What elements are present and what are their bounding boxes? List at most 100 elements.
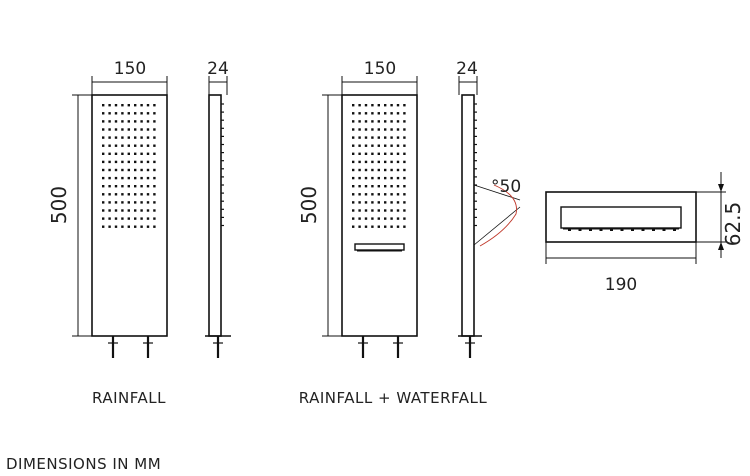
nozzle-hole: [390, 201, 393, 204]
nozzle-hole: [358, 152, 361, 155]
nozzle-hole: [108, 152, 111, 155]
nozzle-hole: [153, 104, 156, 107]
nozzle-hole: [371, 152, 374, 155]
nozzle-hole: [390, 128, 393, 131]
waterfall-nozzle: [589, 228, 592, 231]
nozzle-hole: [364, 120, 368, 123]
nozzle-hole: [121, 144, 124, 147]
nozzle-hole: [134, 112, 137, 115]
nozzle-hole: [140, 160, 143, 164]
nozzle-hole: [403, 128, 406, 131]
nozzle-hole: [390, 152, 393, 155]
nozzle-hole: [358, 120, 361, 123]
nozzle-hole: [134, 120, 137, 123]
nozzle-hole: [134, 193, 137, 196]
nozzle-hole: [384, 160, 387, 164]
nozzle-hole: [121, 136, 124, 139]
nozzle-hole: [146, 160, 150, 164]
nozzle-hole: [108, 176, 111, 180]
nozzle-hole: [352, 128, 355, 131]
nozzle-hole: [134, 209, 137, 212]
nozzle-hole: [108, 185, 111, 188]
nozzle-hole: [403, 144, 406, 147]
nozzle-hole: [377, 152, 380, 155]
nozzle-hole: [377, 201, 380, 204]
nozzle-hole: [102, 136, 105, 139]
nozzle-hole: [102, 225, 105, 228]
rw-width-label: 150: [364, 59, 396, 79]
nozzle-hole: [377, 193, 380, 196]
nozzle-hole: [396, 193, 400, 196]
nozzle-hole: [371, 120, 374, 123]
rw-height-label: 500: [297, 186, 321, 224]
nozzle-hole: [384, 201, 387, 204]
nozzle-hole: [396, 209, 400, 212]
nozzle-hole: [384, 209, 387, 212]
rw-nozzle-grid: [352, 104, 406, 228]
nozzle-hole: [364, 209, 368, 212]
nozzle-hole: [146, 128, 150, 131]
nozzle-hole: [396, 168, 400, 172]
nozzle-hole: [377, 128, 380, 131]
nozzle-hole: [358, 128, 361, 131]
nozzle-hole: [146, 201, 150, 204]
nozzle-hole: [146, 120, 150, 123]
nozzle-hole: [384, 185, 387, 188]
nozzle-hole: [153, 217, 156, 220]
nozzle-hole: [127, 152, 130, 155]
waterfall-outer-body: [545, 191, 697, 243]
nozzle-hole: [153, 136, 156, 139]
nozzle-hole: [358, 201, 361, 204]
nozzle-hole: [403, 176, 406, 180]
nozzle-hole: [114, 193, 118, 196]
nozzle-hole: [153, 209, 156, 212]
nozzle-hole: [377, 185, 380, 188]
nozzle-hole: [371, 160, 374, 164]
nozzle-hole: [153, 144, 156, 147]
nozzle-hole: [114, 120, 118, 123]
nozzle-hole: [146, 168, 150, 172]
waterfall-nozzle: [610, 228, 613, 231]
nozzle-hole: [352, 176, 355, 180]
nozzle-hole: [108, 217, 111, 220]
nozzle-hole: [127, 176, 130, 180]
rw-angle-label: °50: [491, 177, 521, 197]
nozzle-hole: [352, 112, 355, 115]
nozzle-hole: [140, 176, 143, 180]
waterfall-nozzles: [568, 228, 676, 231]
nozzle-hole: [140, 168, 143, 172]
nozzle-hole: [390, 209, 393, 212]
nozzle-hole: [384, 120, 387, 123]
nozzle-hole: [358, 225, 361, 228]
nozzle-hole: [390, 225, 393, 228]
nozzle-hole: [140, 104, 143, 107]
nozzle-hole: [352, 185, 355, 188]
nozzle-hole: [146, 152, 150, 155]
rainfall-waterfall-side-view: 24 °50: [456, 59, 521, 358]
angle-arc: [479, 184, 517, 247]
nozzle-hole: [146, 112, 150, 115]
nozzle-hole: [403, 160, 406, 164]
nozzle-hole: [146, 193, 150, 196]
nozzle-hole: [102, 128, 105, 131]
nozzle-hole: [153, 168, 156, 172]
nozzle-hole: [371, 193, 374, 196]
nozzle-hole: [127, 193, 130, 196]
nozzle-hole: [102, 144, 105, 147]
nozzle-hole: [358, 168, 361, 172]
nozzle-hole: [377, 160, 380, 164]
nozzle-hole: [121, 152, 124, 155]
nozzle-hole: [127, 168, 130, 172]
nozzle-hole: [153, 120, 156, 123]
nozzle-hole: [140, 209, 143, 212]
nozzle-hole: [396, 120, 400, 123]
nozzle-hole: [134, 176, 137, 180]
nozzle-hole: [358, 176, 361, 180]
nozzle-hole: [134, 225, 137, 228]
nozzle-hole: [140, 152, 143, 155]
nozzle-hole: [121, 104, 124, 107]
nozzle-hole: [352, 168, 355, 172]
nozzle-hole: [153, 176, 156, 180]
nozzle-hole: [377, 120, 380, 123]
